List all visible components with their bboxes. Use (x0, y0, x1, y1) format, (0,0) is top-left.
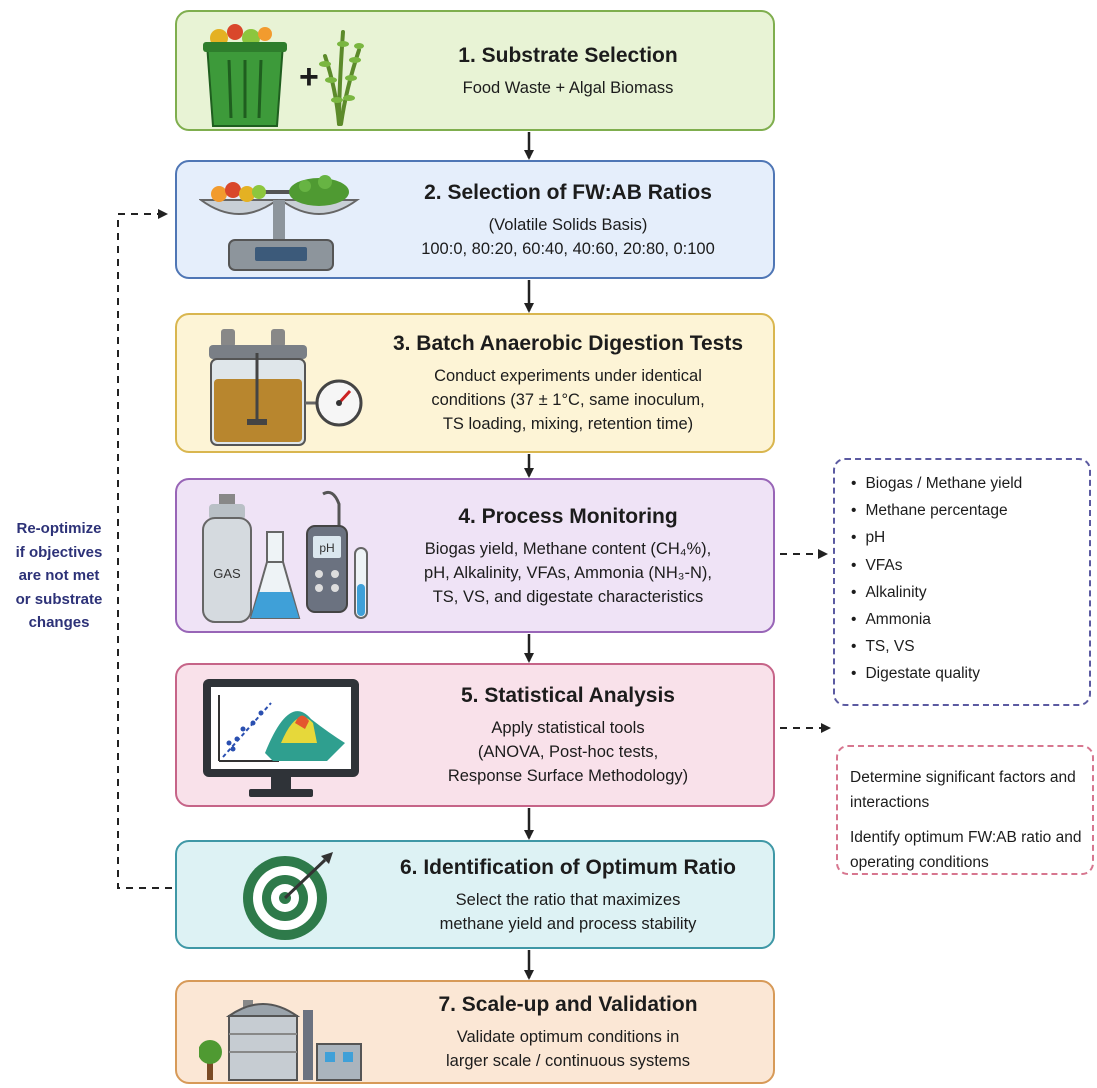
list-item: Alkalinity (851, 579, 1079, 606)
step-3-line-3: TS loading, mixing, retention time) (442, 415, 694, 433)
step-scale-up: 7. Scale-up and Validation Validate opti… (175, 980, 775, 1084)
industrial-digester-icon (198, 990, 369, 1087)
list-item: pH (851, 524, 1079, 551)
feedback-line: are not met (18, 567, 100, 584)
ph-label: pH (319, 541, 334, 555)
list-item: Biogas / Methane yield (851, 470, 1079, 497)
step-6-line-1: Select the ratio that maximizes (455, 890, 681, 909)
plus-sign: + (299, 58, 319, 96)
step-3-line-2: conditions (37 ± 1°C, same inoculum, (431, 391, 705, 409)
step-batch-tests: 3. Batch Anaerobic Digestion Tests Condu… (175, 313, 775, 453)
lab-equipment-icon: GAS pH (199, 488, 374, 633)
step-5-line-3: Response Surface Methodology) (447, 767, 689, 785)
digester-reactor-icon (199, 323, 369, 458)
balance-scale-icon (197, 170, 369, 280)
gas-label: GAS (213, 566, 241, 581)
step-2-line-2: 100:0, 80:20, 60:40, 40:60, 20:80, 0:100 (421, 239, 715, 258)
step-7-text: 7. Scale-up and Validation Validate opti… (377, 982, 759, 1082)
feedback-loop-label: Re-optimize if objectives are not met or… (4, 517, 114, 635)
statistical-outcomes-box: Determine significant factors and intera… (836, 745, 1094, 875)
step-2-title: 2. Selection of FW:AB Ratios (424, 180, 712, 204)
step-3-text: 3. Batch Anaerobic Digestion Tests Condu… (377, 315, 759, 451)
step-7-line-2: larger scale / continuous systems (446, 1052, 690, 1070)
step-6-title: 6. Identification of Optimum Ratio (400, 855, 736, 879)
monitoring-parameters-list: Biogas / Methane yield Methane percentag… (851, 470, 1079, 688)
step-1-text: 1. Substrate Selection Food Waste + Alga… (377, 12, 759, 129)
list-item: Digestate quality (851, 660, 1079, 687)
step-4-line-2: pH, Alkalinity, VFAs, Ammonia (NH₃-N), (424, 563, 712, 582)
list-item: Ammonia (851, 606, 1079, 633)
feedback-line: changes (28, 614, 90, 631)
step-6-text: 6. Identification of Optimum Ratio Selec… (377, 842, 759, 947)
step-statistical-analysis: 5. Statistical Analysis Apply statistica… (175, 663, 775, 807)
step-5-line-1: Apply statistical tools (491, 719, 645, 737)
step-5-text: 5. Statistical Analysis Apply statistica… (377, 665, 759, 805)
monitoring-parameters-box: Biogas / Methane yield Methane percentag… (833, 458, 1091, 706)
step-6-line-2: methane yield and process stability (439, 914, 697, 933)
step-4-line-1: Biogas yield, Methane content (CH₄%), (424, 539, 712, 558)
computer-monitor-icon (199, 673, 369, 808)
step-substrate-selection: + 1. Substrate Selection Food Waste + Al… (175, 10, 775, 131)
food-waste-algae-icon: + (199, 20, 369, 135)
step-ratio-selection: 2. Selection of FW:AB Ratios (Volatile S… (175, 160, 775, 279)
step-4-text: 4. Process Monitoring Biogas yield, Meth… (377, 480, 759, 631)
list-item: VFAs (851, 552, 1079, 579)
step-1-title: 1. Substrate Selection (458, 43, 678, 67)
step-3-line-1: Conduct experiments under identical (434, 367, 702, 385)
list-item: Methane percentage (851, 497, 1079, 524)
stats-note: Identify optimum FW:AB ratio and operati… (850, 829, 1082, 871)
step-7-line-1: Validate optimum conditions in (456, 1028, 680, 1046)
feedback-line: Re-optimize (16, 520, 102, 537)
target-icon (199, 850, 369, 950)
step-7-title: 7. Scale-up and Validation (438, 993, 698, 1016)
step-5-line-2: (ANOVA, Post-hoc tests, (477, 743, 659, 761)
step-5-title: 5. Statistical Analysis (461, 684, 675, 707)
list-item: TS, VS (851, 633, 1079, 660)
step-2-line-1: (Volatile Solids Basis) (488, 215, 648, 234)
step-1-line-1: Food Waste + Algal Biomass (462, 78, 674, 97)
feedback-line: if objectives (15, 543, 103, 561)
feedback-loop (117, 209, 172, 889)
step-4-line-3: TS, VS, and digestate characteristics (432, 587, 704, 606)
feedback-line: or substrate (15, 590, 103, 608)
step-2-text: 2. Selection of FW:AB Ratios (Volatile S… (377, 162, 759, 277)
step-3-title: 3. Batch Anaerobic Digestion Tests (392, 332, 744, 355)
step-optimum-ratio: 6. Identification of Optimum Ratio Selec… (175, 840, 775, 949)
step-4-title: 4. Process Monitoring (458, 504, 678, 528)
step-process-monitoring: GAS pH 4. Process Monitoring Biogas yiel… (175, 478, 775, 633)
stats-note: Determine significant factors and intera… (850, 769, 1076, 811)
